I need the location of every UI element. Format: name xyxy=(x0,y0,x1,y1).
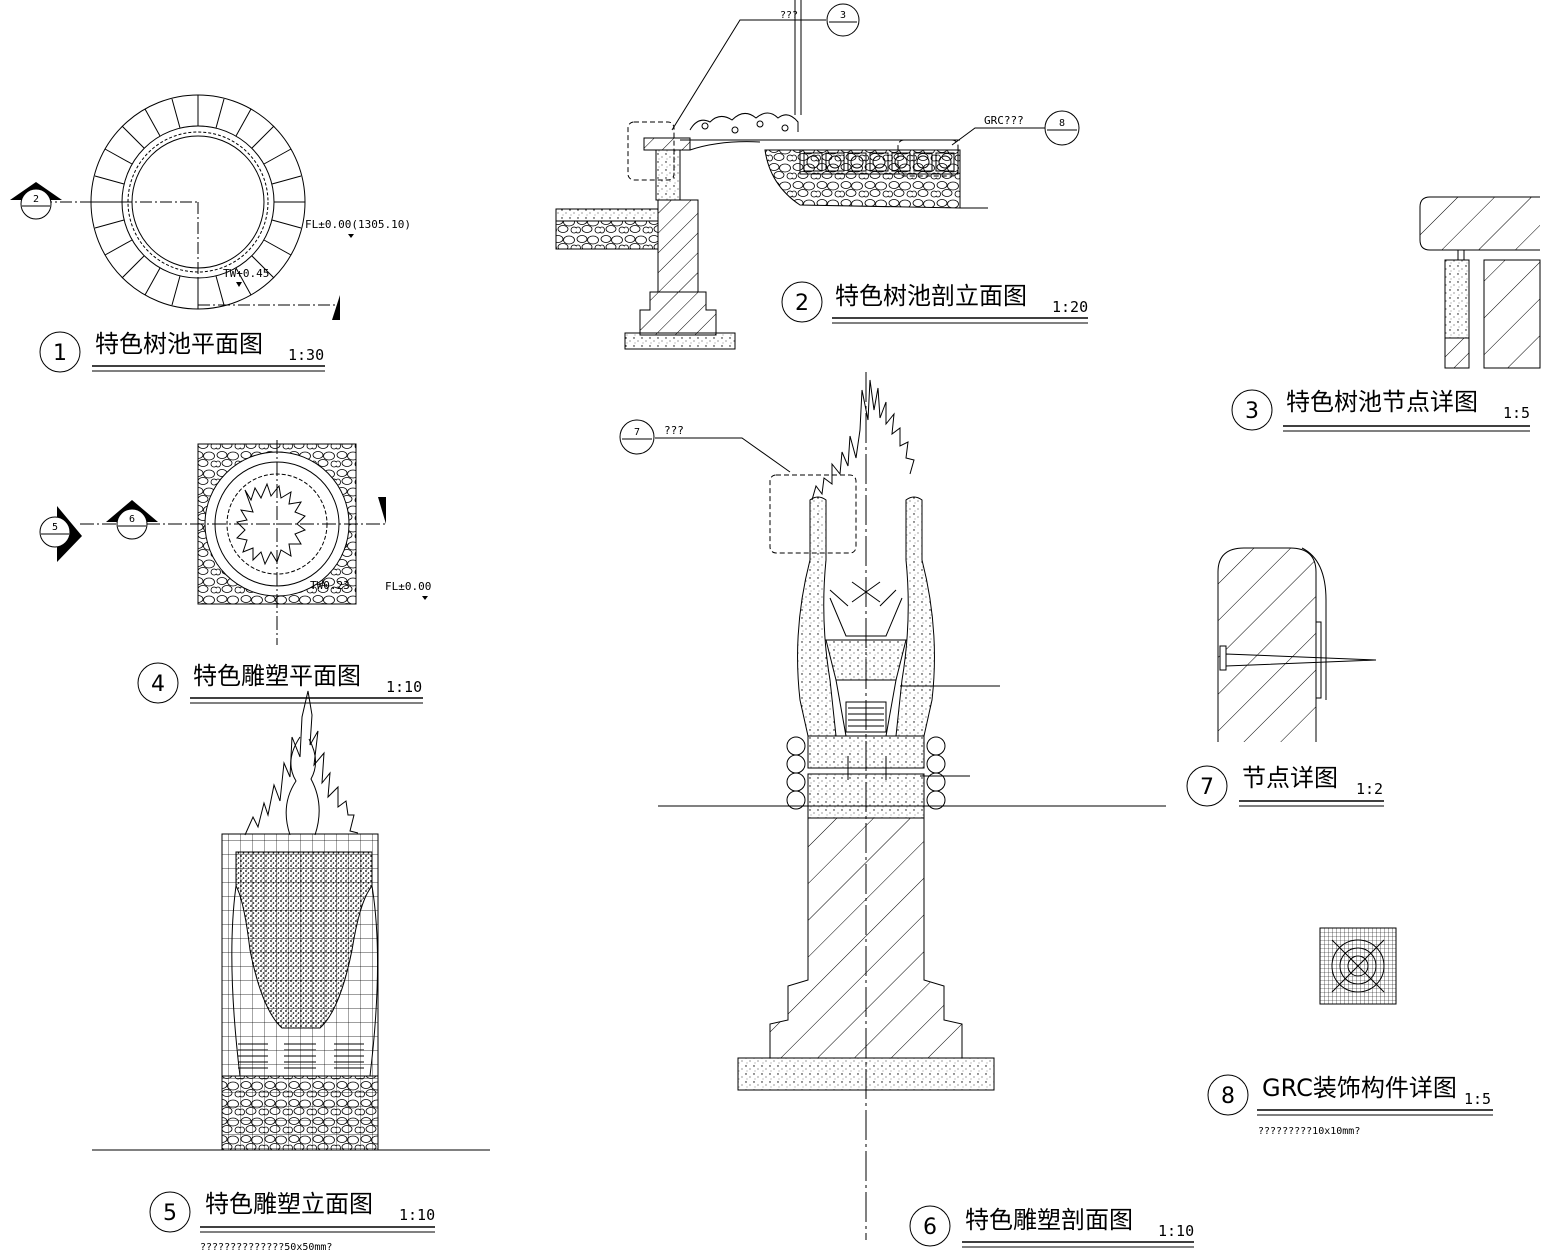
drawing-scale-3: 1:5 xyxy=(1503,404,1530,422)
drawing-number-5: 5 xyxy=(163,1201,177,1226)
note-8: ?????????10x10mm? xyxy=(1258,1126,1360,1137)
drawing-title-3: 特色树池节点详图 xyxy=(1286,388,1478,416)
drawing-1-plan: 2 FL±0.00(1305.10) TW+0.45 xyxy=(10,94,411,320)
title-block-5: 5 特色雕塑立面图 1:10 ??????????????50x50mm? xyxy=(149,1190,435,1253)
drawing-3-detail xyxy=(1419,196,1541,369)
drawing-scale-6: 1:10 xyxy=(1158,1222,1194,1240)
drawing-2-section: 3 ??? 8 GRC??? xyxy=(555,0,1080,350)
title-block-6: 6 特色雕塑剖面图 1:10 xyxy=(909,1205,1194,1248)
callout-8-number: 8 xyxy=(1059,118,1065,129)
drawing-scale-5: 1:10 xyxy=(399,1206,435,1224)
drawing-8-detail xyxy=(1319,927,1397,1005)
title-block-1: 1 特色树池平面图 1:30 xyxy=(39,330,325,373)
drawing-scale-2: 1:20 xyxy=(1052,298,1088,316)
drawing-number-7: 7 xyxy=(1200,775,1214,800)
tw-label-plan4: TW0.23 xyxy=(310,579,350,592)
drawing-scale-1: 1:30 xyxy=(288,346,324,364)
note-5: ??????????????50x50mm? xyxy=(200,1242,332,1253)
drawing-title-2: 特色树池剖立面图 xyxy=(835,282,1027,310)
title-block-2: 2 特色树池剖立面图 1:20 xyxy=(781,281,1088,324)
title-block-4: 4 特色雕塑平面图 1:10 xyxy=(137,662,423,704)
callout-7-number: 7 xyxy=(634,427,640,438)
drawing-title-7: 节点详图 xyxy=(1242,764,1338,792)
drawing-scale-7: 1:2 xyxy=(1356,780,1383,798)
drawing-number-3: 3 xyxy=(1245,399,1259,424)
callout-7-text: ??? xyxy=(664,424,684,437)
callout-3-number: 3 xyxy=(840,10,846,21)
fl-label-plan1: FL±0.00(1305.10) xyxy=(305,218,411,231)
drawing-7-detail xyxy=(1217,547,1377,742)
section-mark-5-label: 5 xyxy=(52,522,58,533)
drawing-number-1: 1 xyxy=(53,341,67,366)
section-mark-6-label: 6 xyxy=(129,514,135,525)
title-block-7: 7 节点详图 1:2 xyxy=(1186,764,1384,807)
drawing-title-5: 特色雕塑立面图 xyxy=(205,1190,373,1218)
title-block-8: 8 GRC装饰构件详图 1:5 ?????????10x10mm? xyxy=(1207,1074,1493,1137)
drawing-title-4: 特色雕塑平面图 xyxy=(193,662,361,690)
callout-8-text: GRC??? xyxy=(984,114,1024,127)
section-mark-2-label: 2 xyxy=(33,194,39,205)
fl-label-plan4: FL±0.00 xyxy=(385,580,431,593)
drawing-number-4: 4 xyxy=(151,672,165,697)
drawing-scale-4: 1:10 xyxy=(386,678,422,696)
drawing-4-plan: 6 5 FL±0.00 TW0.23 xyxy=(39,440,431,645)
drawing-title-6: 特色雕塑剖面图 xyxy=(965,1206,1133,1234)
title-block-3: 3 特色树池节点详图 1:5 xyxy=(1231,388,1530,432)
drawing-5-elevation xyxy=(92,690,490,1151)
tw-label-plan1: TW+0.45 xyxy=(223,267,269,280)
drawing-scale-8: 1:5 xyxy=(1464,1090,1491,1108)
drawing-title-1: 特色树池平面图 xyxy=(95,330,263,358)
drawing-6-section: 7 ??? xyxy=(619,372,1166,1240)
callout-3-text: ??? xyxy=(780,10,798,21)
drawing-number-6: 6 xyxy=(923,1215,937,1240)
drawing-number-2: 2 xyxy=(795,291,809,316)
drawing-title-8: GRC装饰构件详图 xyxy=(1262,1074,1457,1102)
drawing-number-8: 8 xyxy=(1221,1084,1235,1109)
